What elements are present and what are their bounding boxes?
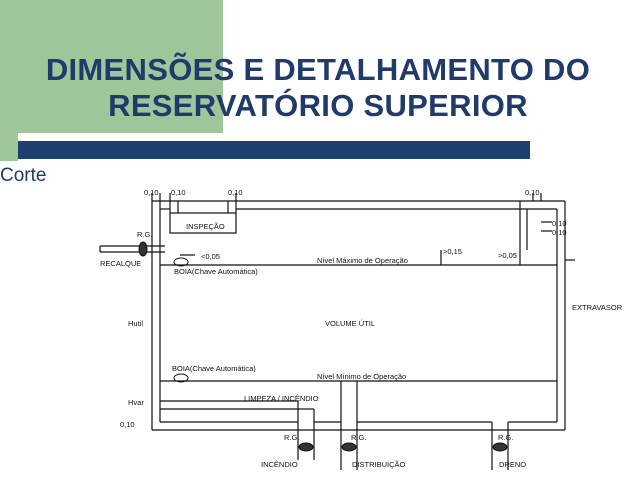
nivel-max-label: Nível Máximo de Operação — [317, 256, 408, 265]
slide-title: DIMENSÕES E DETALHAMENTO DO RESERVATÓRIO… — [18, 52, 618, 124]
extravasor-label: EXTRAVASOR — [572, 303, 623, 312]
dim-top-4: 0,10 — [525, 188, 540, 197]
limpeza-label: LIMPEZA / INCÊNDIO — [244, 394, 319, 403]
nivel-min-label: Nível Mínimo de Operação — [317, 372, 406, 381]
title-underline-bar — [18, 141, 530, 159]
gt-015-label: >0,15 — [443, 247, 462, 256]
dim-top-3: 0,10 — [228, 188, 243, 197]
dim-top-1: 0,10 — [144, 188, 159, 197]
recalque-label: RECALQUE — [100, 259, 141, 268]
dim-bottom-label: 0,10 — [120, 420, 135, 429]
dreno-label: DRENO — [499, 460, 526, 469]
rg-label-dreno: R.G. — [498, 433, 513, 442]
floats — [173, 257, 189, 383]
distribuicao-label: DISTRIBUIÇÃO — [352, 460, 406, 469]
incendio-label: INCÊNDIO — [261, 460, 298, 469]
inspecao-label: INSPEÇÃO — [186, 222, 225, 231]
hutil-label: Hutil — [128, 319, 143, 328]
green-decor-block — [0, 0, 223, 133]
rg-valve-distribuicao — [341, 442, 357, 452]
valves — [138, 241, 508, 452]
float-bottom — [173, 373, 189, 383]
diagram-labels: 0,10 0,10 0,10 0,10 0,10 0,10 R.G. INSPE… — [100, 188, 623, 469]
volume-util-label: VOLUME ÚTIL — [325, 319, 375, 328]
boia-top-label: BOIA(Chave Automática) — [174, 267, 258, 276]
rg-label-distribuicao: R.G. — [351, 433, 366, 442]
hvar-label: Hvar — [128, 398, 144, 407]
rg-valve-dreno — [492, 442, 508, 452]
rg-label-incendio: R.G. — [284, 433, 299, 442]
rg-label-top: R.G. — [137, 230, 152, 239]
title-line-1: DIMENSÕES E DETALHAMENTO DO — [45, 52, 591, 87]
dim-top-2: 0,10 — [171, 188, 186, 197]
slide-subtitle: Corte — [0, 165, 47, 186]
green-decor-strip — [0, 133, 18, 161]
rg-valve-top — [138, 241, 148, 257]
gt-005-label: >0,05 — [498, 251, 517, 260]
dim-right-1: 0,10 — [552, 219, 567, 228]
boia-bottom-label: BOIA(Chave Automática) — [172, 364, 256, 373]
rg-valve-incendio — [298, 442, 314, 452]
dim-right-2: 0,10 — [552, 228, 567, 237]
lt-005-label: <0,05 — [201, 252, 220, 261]
tank-walls — [99, 193, 575, 470]
float-top — [173, 257, 189, 267]
title-line-2: RESERVATÓRIO SUPERIOR — [108, 88, 528, 123]
